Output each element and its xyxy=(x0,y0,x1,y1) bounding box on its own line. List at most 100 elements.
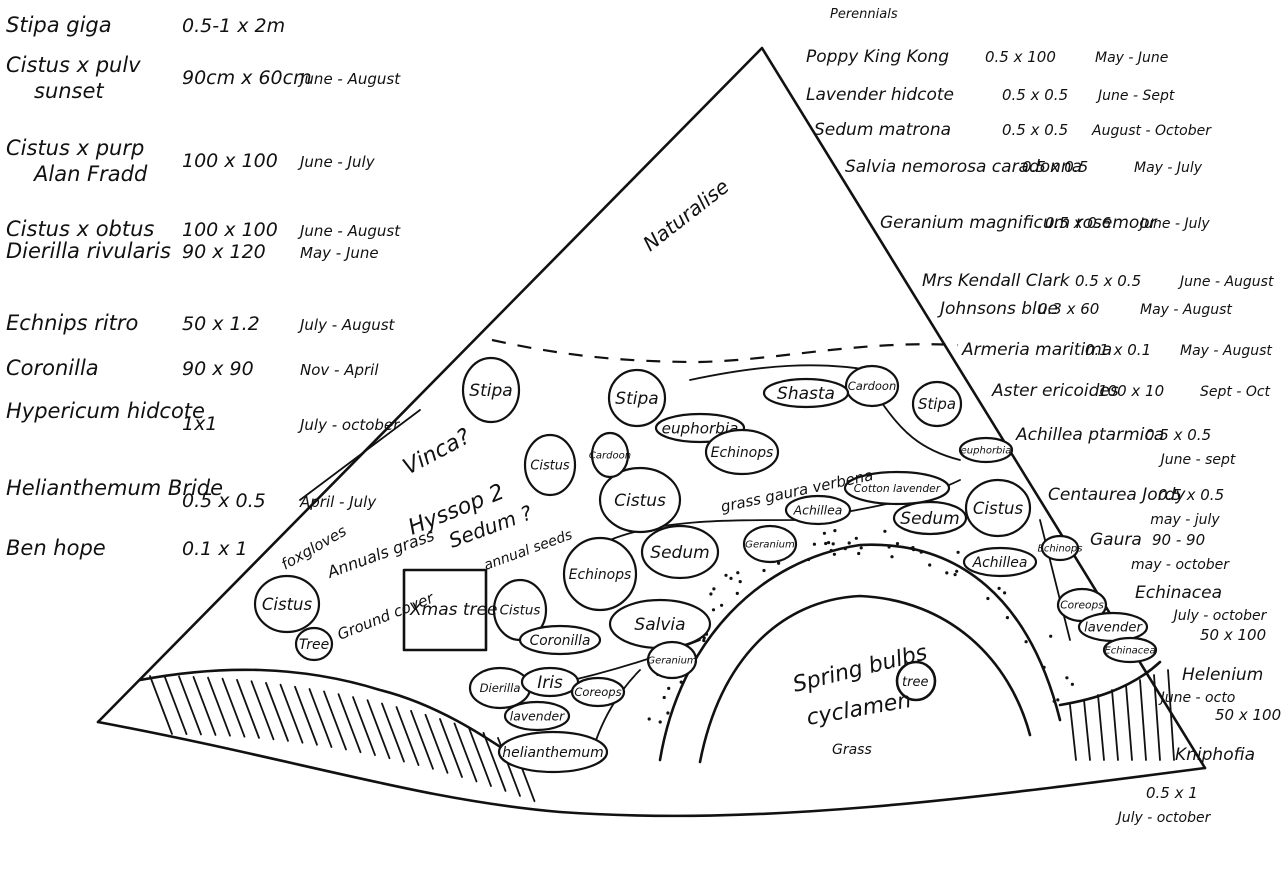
plant-name: Lavender hidcote xyxy=(806,85,954,105)
stipple-dot xyxy=(986,596,990,601)
plant-size: 90 x 120 xyxy=(182,241,266,263)
stipple-dot xyxy=(720,603,724,607)
plant-name: Armeria maritima xyxy=(961,340,1112,360)
stipple-dot xyxy=(832,552,837,556)
stipple-dot xyxy=(827,541,831,545)
bed-label: Stipa xyxy=(615,389,658,409)
stipple-dot xyxy=(729,576,733,581)
bed-outline xyxy=(964,478,1032,538)
left-list-entry: Stipa giga 0.5-1 x 2m xyxy=(6,13,285,37)
plant-season: may - october xyxy=(1131,557,1230,573)
bed-outline xyxy=(742,524,798,564)
tree-circle xyxy=(895,660,937,702)
stipple-dot xyxy=(1003,591,1007,595)
hatch-mark xyxy=(1083,699,1091,761)
bed-label: Coreops xyxy=(1060,599,1104,612)
plant-season: May - August xyxy=(1180,343,1272,359)
hatched-border-left xyxy=(138,668,536,803)
stipple-dot xyxy=(1005,616,1010,620)
hatch-mark xyxy=(424,713,449,774)
plant-size: 0.5 x 0.5 xyxy=(1002,86,1068,104)
bed-label: Sedum xyxy=(900,509,959,529)
plant-name-cont: Alan Fradd xyxy=(32,162,148,186)
hatch-mark xyxy=(178,675,202,736)
hatch-mark xyxy=(1153,674,1161,761)
plant-name: Hypericum hidcote xyxy=(6,399,205,423)
planting-bed: Echinacea xyxy=(1102,636,1158,664)
planting-bed: Coreops xyxy=(1056,587,1108,623)
stipple-dot xyxy=(662,695,666,700)
plant-season: July - october xyxy=(1115,810,1212,826)
bed-outline xyxy=(607,368,667,428)
plant-size: 90 - 90 xyxy=(1152,531,1205,549)
hatch-mark xyxy=(308,688,333,748)
plant-size: 0.1 x 1 xyxy=(182,538,248,560)
plant-size: 50 x 1.2 xyxy=(182,313,260,335)
bed-outline xyxy=(844,364,900,408)
bed-label: Echinacea xyxy=(1104,646,1155,657)
planting-bed: Iris xyxy=(520,666,580,698)
plant-size: 0.5 x 0.5 xyxy=(1158,486,1224,504)
hatch-mark xyxy=(352,696,376,756)
plant-season: May - July xyxy=(1134,160,1203,176)
bed-outline xyxy=(843,470,951,506)
stipple-dot xyxy=(847,541,851,545)
stipple-dot xyxy=(666,711,670,715)
bed-label: Salvia xyxy=(634,615,685,635)
planting-bed: Cardoon xyxy=(589,431,631,479)
plant-name: Perennials xyxy=(830,7,898,22)
bed-outline xyxy=(294,626,334,662)
stipple-dot xyxy=(822,531,827,535)
stipple-dot xyxy=(997,586,1001,591)
stipple-dot xyxy=(812,542,817,546)
hatch-mark xyxy=(1111,689,1119,761)
bed-outline xyxy=(704,428,780,476)
bed-outline xyxy=(518,624,602,656)
hatch-mark xyxy=(381,702,405,763)
plant-season: April - July xyxy=(299,493,377,511)
hatch-mark xyxy=(453,722,478,783)
label-xmas-tree: Xmas tree xyxy=(409,600,497,620)
stipple-dot xyxy=(833,529,837,533)
plant-size: 0.5 x 0.5 xyxy=(182,490,266,512)
plant-season: July - october xyxy=(297,416,400,434)
garden-wedge-outline xyxy=(96,46,1207,818)
plant-season: Nov - April xyxy=(300,361,379,379)
stipple-dot xyxy=(857,551,861,556)
planting-bed: Echinops xyxy=(562,536,638,612)
bed-outline xyxy=(461,356,521,424)
stipple-dot xyxy=(1070,682,1074,686)
hatch-mark xyxy=(163,675,188,736)
stipple-dot xyxy=(679,680,683,684)
plant-size: 90cm x 60cm xyxy=(182,67,312,89)
plant-size: 0.5-1 x 2m xyxy=(182,15,285,37)
left-plant-list: Stipa giga 0.5-1 x 2m Cistus x pulvsunset9… xyxy=(6,13,401,560)
plant-name: Stipa giga xyxy=(6,13,112,37)
planting-bed: Stipa xyxy=(607,368,667,428)
planting-bed: Geranium xyxy=(742,524,798,564)
stipple-dot xyxy=(736,571,740,575)
plant-season: August - October xyxy=(1091,123,1212,139)
stipple-dot xyxy=(890,555,894,559)
stipple-dot xyxy=(843,547,847,551)
plant-name: Mrs Kendall Clark xyxy=(922,271,1071,291)
planting-bed: Stipa xyxy=(911,380,963,428)
plant-name: Dierilla rivularis xyxy=(6,239,171,263)
stipple-dot xyxy=(709,592,713,596)
stipple-dot xyxy=(667,686,671,691)
planting-bed: Coronilla xyxy=(518,624,602,656)
label-grass: Grass xyxy=(832,742,872,758)
planting-bed: Achillea xyxy=(784,494,852,526)
bed-label: lavender xyxy=(1084,621,1143,636)
bed-label: Cistus xyxy=(530,459,570,474)
stipple-dot xyxy=(762,568,766,573)
hatch-mark xyxy=(1167,669,1175,761)
